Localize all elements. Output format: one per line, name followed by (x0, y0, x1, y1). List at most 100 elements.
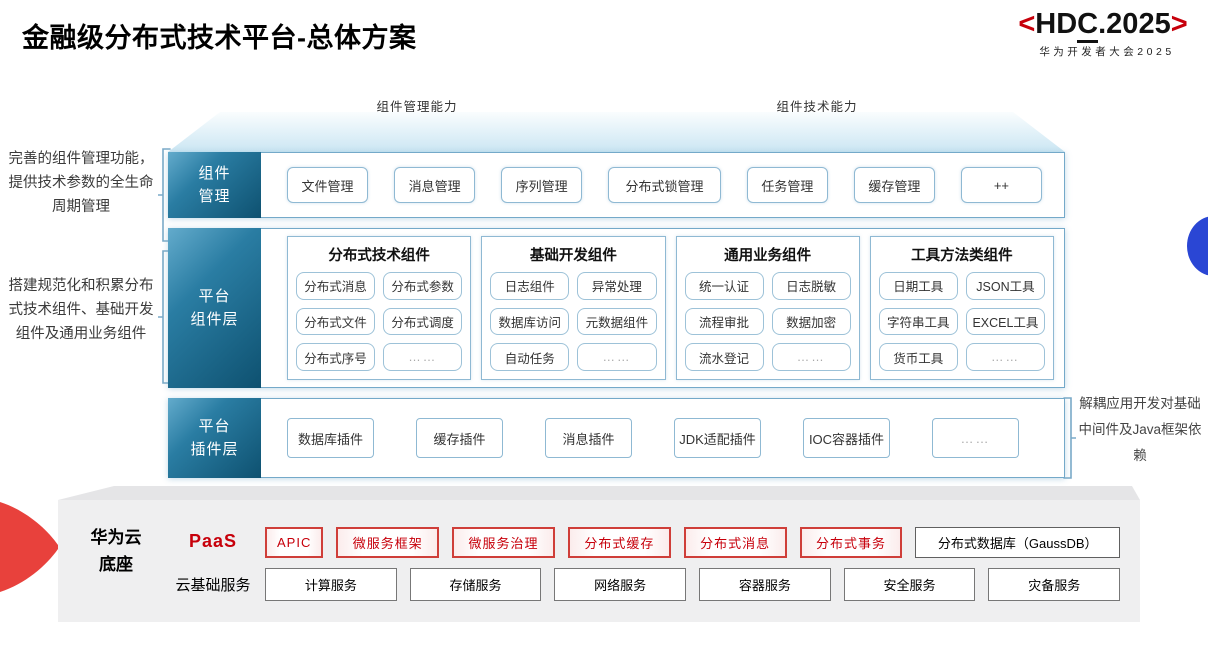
component-item-more: …… (965, 343, 1045, 371)
group-grid: 日志组件 异常处理 数据库访问 元数据组件 自动任务 …… (490, 272, 657, 371)
plugin-item: 数据库插件 (287, 418, 374, 458)
cloud-basic-services-label: 云基础服务 (175, 577, 251, 594)
paas-label: PaaS (188, 531, 238, 551)
plugin-item: 缓存插件 (416, 418, 503, 458)
iaas-service: 安全服务 (843, 568, 976, 601)
management-item: 序列管理 (501, 167, 583, 203)
component-item: 自动任务 (490, 343, 570, 371)
group-title: 通用业务组件 (724, 248, 812, 264)
cloud-basic-services: 计算服务 存储服务 网络服务 容器服务 安全服务 灾备服务 (265, 568, 1121, 601)
note-bracket-left-2 (158, 250, 171, 384)
paas-service: 分布式事务 (799, 527, 903, 558)
management-item: 分布式锁管理 (608, 167, 721, 203)
row-label-line: 组件 (198, 165, 231, 182)
component-item: 流水登记 (684, 343, 764, 371)
iaas-service: 灾备服务 (988, 568, 1121, 601)
cloud-base-label-line: 华为云 (90, 528, 142, 547)
component-item: 分布式参数 (383, 272, 463, 300)
paas-service: APIC (265, 527, 324, 558)
iaas-service: 存储服务 (409, 568, 542, 601)
left-note-components: 搭建规范化和积累分布式技术组件、基础开发组件及通用业务组件 (8, 278, 154, 342)
component-item: 日期工具 (878, 272, 958, 300)
component-item: 分布式消息 (296, 272, 376, 300)
row-label-platform-components: 平台 组件层 (168, 228, 261, 388)
platform-diagram: 组件 管理 文件管理 消息管理 序列管理 分布式锁管理 任务管理 缓存管理 ++… (168, 112, 1065, 478)
paas-service: 分布式缓存 (567, 527, 671, 558)
group-title: 基础开发组件 (529, 248, 617, 264)
component-item: 异常处理 (577, 272, 657, 300)
note-bracket-left-1 (158, 148, 171, 242)
component-item: 日志脱敏 (771, 272, 851, 300)
logo-year: .2025 (1098, 8, 1171, 40)
management-item-more: ++ (960, 167, 1042, 203)
plugin-item-more: …… (932, 418, 1019, 458)
component-item: 分布式序号 (296, 343, 376, 371)
edge-blue-circle (1187, 216, 1208, 276)
row-label-component-management: 组件 管理 (168, 152, 261, 218)
component-item: 数据加密 (771, 307, 851, 336)
component-item: 分布式调度 (383, 307, 463, 336)
right-note-plugins: 解耦应用开发对基础中间件及Java框架依赖 (1078, 396, 1202, 463)
component-item-more: …… (383, 343, 463, 371)
group-grid: 日期工具 JSON工具 字符串工具 EXCEL工具 货币工具 …… (878, 272, 1045, 371)
paas-service: 微服务治理 (452, 527, 555, 558)
management-item: 文件管理 (287, 167, 369, 203)
plugin-item: 消息插件 (545, 418, 632, 458)
row-label-line: 平台 (198, 418, 231, 435)
iaas-service: 计算服务 (265, 568, 397, 601)
component-item: 元数据组件 (577, 307, 657, 336)
component-item-more: …… (771, 343, 851, 371)
logo-left-bracket: < (1018, 8, 1036, 40)
hdc-2025-logo: <HDC.2025> 华为开发者大会2025 (1003, 8, 1203, 59)
iaas-service: 容器服务 (699, 568, 831, 601)
capability-arrow-label: 组件管理能力 (376, 100, 458, 114)
page-title: 金融级分布式技术平台-总体方案 (22, 23, 417, 53)
group-basic-dev: 基础开发组件 日志组件 异常处理 数据库访问 元数据组件 自动任务 …… (481, 236, 666, 380)
component-item: 字符串工具 (878, 307, 958, 336)
component-item: 日志组件 (490, 272, 570, 300)
group-common-business: 通用业务组件 统一认证 日志脱敏 流程审批 数据加密 流水登记 …… (675, 236, 860, 380)
component-item: 流程审批 (684, 307, 764, 336)
management-items: 文件管理 消息管理 序列管理 分布式锁管理 任务管理 缓存管理 ++ (287, 153, 1042, 217)
row-label-line: 组件层 (190, 311, 239, 328)
iaas-service: 网络服务 (554, 568, 687, 601)
logo-hd: HD (1035, 8, 1078, 40)
logo-right-bracket: > (1170, 8, 1188, 40)
row-label-line: 插件层 (190, 441, 239, 458)
paas-service: 微服务框架 (336, 527, 440, 558)
component-item: 数据库访问 (490, 307, 570, 336)
diagram-top-face (168, 112, 1065, 152)
component-groups: 分布式技术组件 分布式消息 分布式参数 分布式文件 分布式调度 分布式序号 ……… (287, 236, 1054, 380)
cloud-top-face (58, 486, 1140, 500)
group-utility-tools: 工具方法类组件 日期工具 JSON工具 字符串工具 EXCEL工具 货币工具 …… (869, 236, 1054, 380)
paas-service: 分布式消息 (683, 527, 787, 558)
component-item-more: …… (577, 343, 657, 371)
hdc-logo-text: <HDC.2025> (1003, 8, 1203, 43)
left-note-management: 完善的组件管理功能，提供技术参数的全生命周期管理 (8, 151, 154, 215)
row-label-line: 平台 (198, 288, 231, 305)
management-item: 消息管理 (394, 167, 476, 203)
row-label-line: 管理 (198, 188, 231, 205)
paas-service-gaussdb: 分布式数据库（GaussDB） (915, 527, 1120, 558)
plugin-items: 数据库插件 缓存插件 消息插件 JDK适配插件 IOC容器插件 …… (287, 399, 1019, 477)
cloud-base-label-line: 底座 (99, 555, 133, 574)
red-pointer-icon (0, 502, 58, 592)
row-platform-components: 平台 组件层 分布式技术组件 分布式消息 分布式参数 分布式文件 分布式调度 分… (168, 228, 1065, 388)
hdc-logo-subtitle: 华为开发者大会2025 (1039, 46, 1175, 58)
component-item: 货币工具 (878, 343, 958, 371)
group-grid: 统一认证 日志脱敏 流程审批 数据加密 流水登记 …… (684, 272, 851, 371)
component-item: JSON工具 (965, 272, 1045, 300)
component-item: 统一认证 (684, 272, 764, 300)
component-item: 分布式文件 (296, 307, 376, 336)
logo-c: C (1077, 8, 1099, 43)
row-platform-plugins: 平台 插件层 数据库插件 缓存插件 消息插件 JDK适配插件 IOC容器插件 …… (168, 398, 1065, 478)
huawei-cloud-base: 华为云 底座 PaaS APIC 微服务框架 微服务治理 分布式缓存 分布式消息… (58, 500, 1140, 622)
management-item: 任务管理 (746, 167, 828, 203)
cloud-base-label: 华为云 底座 (70, 524, 162, 578)
plugin-item: JDK适配插件 (674, 418, 761, 458)
group-distributed-tech: 分布式技术组件 分布式消息 分布式参数 分布式文件 分布式调度 分布式序号 …… (287, 236, 472, 380)
plugin-item: IOC容器插件 (803, 418, 890, 458)
group-grid: 分布式消息 分布式参数 分布式文件 分布式调度 分布式序号 …… (296, 272, 463, 371)
capability-arrow-label: 组件技术能力 (776, 100, 858, 114)
